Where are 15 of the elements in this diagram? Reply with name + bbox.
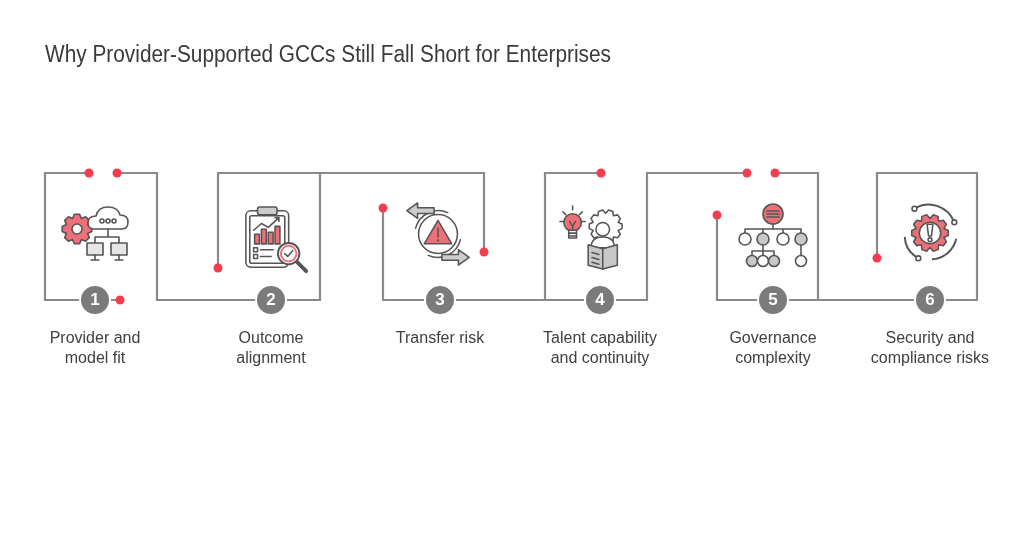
step-number: 4 — [584, 284, 616, 316]
step-number: 1 — [79, 284, 111, 316]
step-number: 5 — [757, 284, 789, 316]
step-number: 6 — [914, 284, 946, 316]
step-label: Provider and model fit — [48, 328, 142, 368]
step-number: 2 — [255, 284, 287, 316]
step-label: Talent capability and continuity — [542, 328, 658, 368]
step-label: Outcome alignment — [235, 328, 307, 368]
step-label: Transfer risk — [394, 328, 486, 348]
step-label: Governance complexity — [728, 328, 818, 368]
connector-line — [789, 298, 914, 302]
step-label: Security and compliance risks — [869, 328, 991, 368]
step-number: 3 — [424, 284, 456, 316]
title: Why Provider-Supported GCCs Still Fall Short for Enterprises — [45, 41, 611, 68]
connector-line — [456, 298, 584, 302]
